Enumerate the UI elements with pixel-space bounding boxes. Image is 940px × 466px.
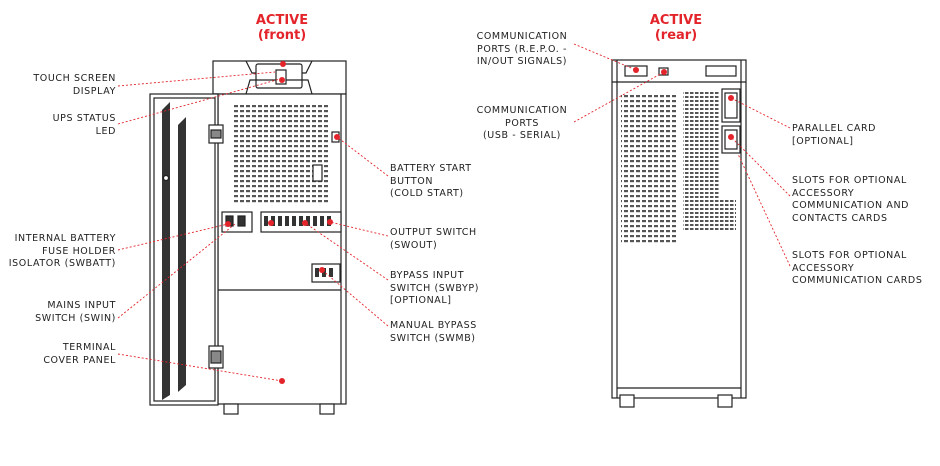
label-mains-input: MAINS INPUT SWITCH (SWIN) xyxy=(35,300,116,324)
rear-subtitle: (rear) xyxy=(654,28,698,43)
parallel-card-slot xyxy=(721,88,741,123)
label-ups-led: UPS STATUS LED xyxy=(52,113,116,137)
label-bypass-input: BYPASS INPUT SWITCH (SWBYP) [OPTIONAL] xyxy=(390,270,480,306)
rear-header: ACTIVE (rear) xyxy=(630,13,722,43)
marker-dots xyxy=(225,61,734,384)
label-terminal-cover: TERMINAL COVER PANEL xyxy=(43,342,116,366)
label-slots-comm: SLOTS FOR OPTIONAL ACCESSORY COMMUNICATI… xyxy=(792,250,923,286)
label-comm-repo: COMMUNICATION PORTS (R.E.P.O. - IN/OUT S… xyxy=(476,31,568,67)
label-manual-bypass: MANUAL BYPASS SWITCH (SWMB) xyxy=(390,320,477,344)
label-comm-usb: COMMUNICATION PORTS (USB - SERIAL) xyxy=(476,105,568,141)
leader-lines xyxy=(117,43,791,382)
touch-screen-display xyxy=(275,69,287,85)
label-battery-fuse: INTERNAL BATTERY FUSE HOLDER ISOLATOR (S… xyxy=(8,233,116,269)
front-title: ACTIVE xyxy=(255,13,309,28)
label-output-switch: OUTPUT SWITCH (SWOUT) xyxy=(390,227,477,251)
label-parallel-card: PARALLEL CARD [OPTIONAL] xyxy=(792,123,877,147)
front-unit xyxy=(149,60,347,415)
rear-unit xyxy=(611,59,747,408)
label-touch-screen: TOUCH SCREEN DISPLAY xyxy=(33,73,116,97)
label-slots-accessory: SLOTS FOR OPTIONAL ACCESSORY COMMUNICATI… xyxy=(792,175,910,224)
rear-title: ACTIVE xyxy=(649,13,703,28)
label-battery-start: BATTERY START BUTTON (COLD START) xyxy=(390,163,472,199)
front-subtitle: (front) xyxy=(257,28,307,43)
front-header: ACTIVE (front) xyxy=(236,13,328,43)
